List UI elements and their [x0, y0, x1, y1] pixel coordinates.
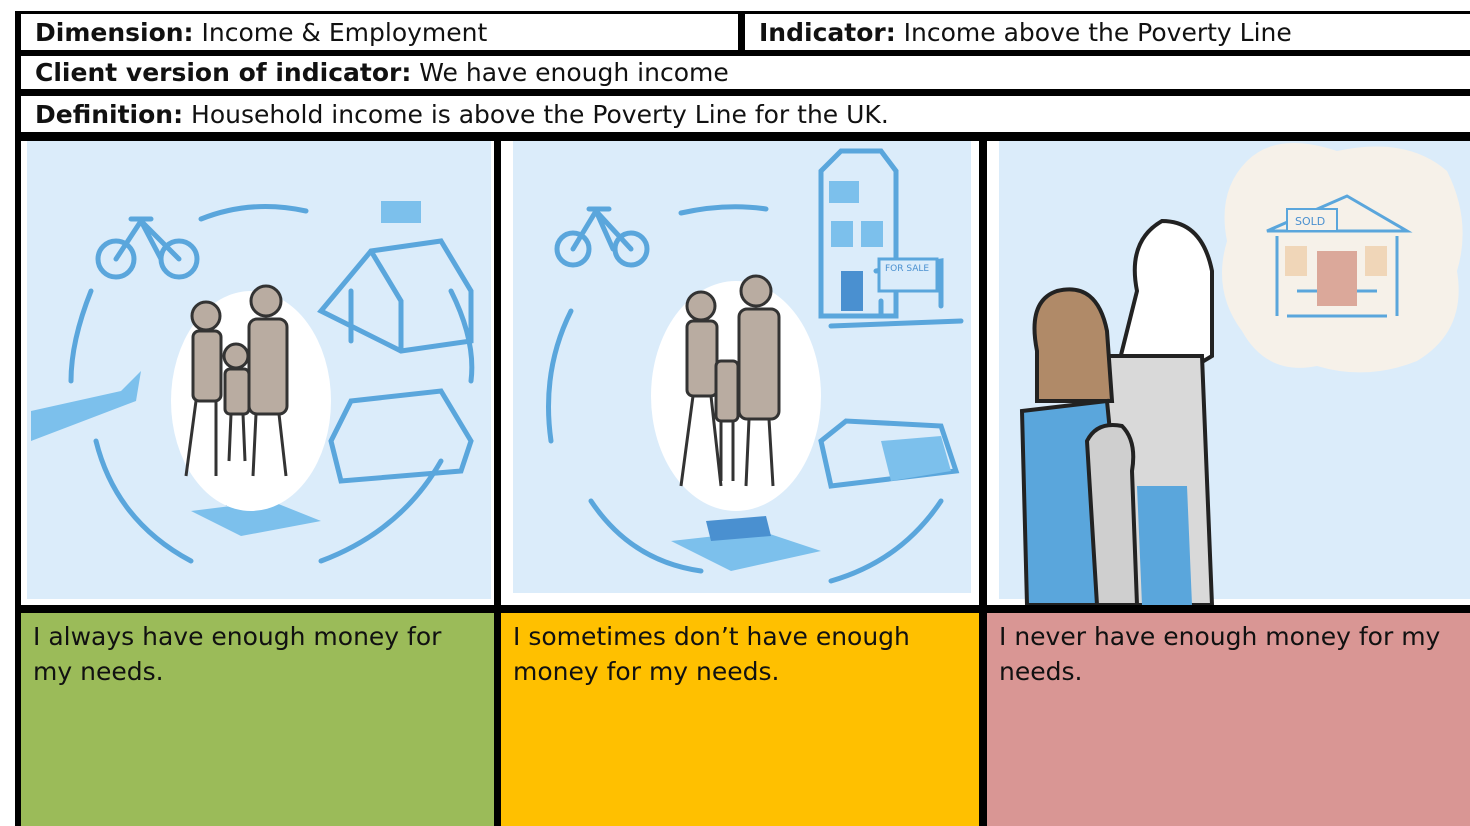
caption-sometimes-not-enough-text: I sometimes don’t have enough money for … — [513, 622, 910, 686]
definition-value: Household income is above the Poverty Li… — [183, 99, 889, 129]
for-sale-sign-text: FOR SALE — [885, 264, 929, 274]
client-version-value: We have enough income — [411, 58, 729, 87]
dimension-label: Dimension: — [35, 17, 194, 47]
indicator-value: Income above the Poverty Line — [895, 17, 1292, 47]
caption-never-enough-text: I never have enough money for my needs. — [999, 622, 1441, 686]
illustration-never-enough: SOLD — [987, 141, 1470, 605]
indicator-cell: Indicator: Income above the Poverty Line — [745, 14, 1470, 50]
indicator-label: Indicator: — [759, 17, 896, 47]
client-version-cell: Client version of indicator: We have eno… — [21, 56, 1470, 89]
definition-label: Definition: — [35, 99, 184, 129]
client-version-label: Client version of indicator: — [35, 58, 412, 87]
dimension-cell: Dimension: Income & Employment — [21, 14, 738, 50]
caption-enough-money-text: I always have enough money for my needs. — [33, 622, 442, 686]
definition-cell: Definition: Household income is above th… — [21, 96, 1470, 132]
illustration-enough-money — [21, 141, 494, 605]
caption-never-enough: I never have enough money for my needs. — [987, 613, 1470, 826]
caption-sometimes-not-enough: I sometimes don’t have enough money for … — [501, 613, 979, 826]
dimension-value: Income & Employment — [193, 17, 488, 47]
sold-sign-text: SOLD — [1295, 215, 1325, 228]
illustration-sometimes-not-enough: FOR SALE — [501, 141, 979, 605]
caption-enough-money: I always have enough money for my needs. — [21, 613, 494, 826]
